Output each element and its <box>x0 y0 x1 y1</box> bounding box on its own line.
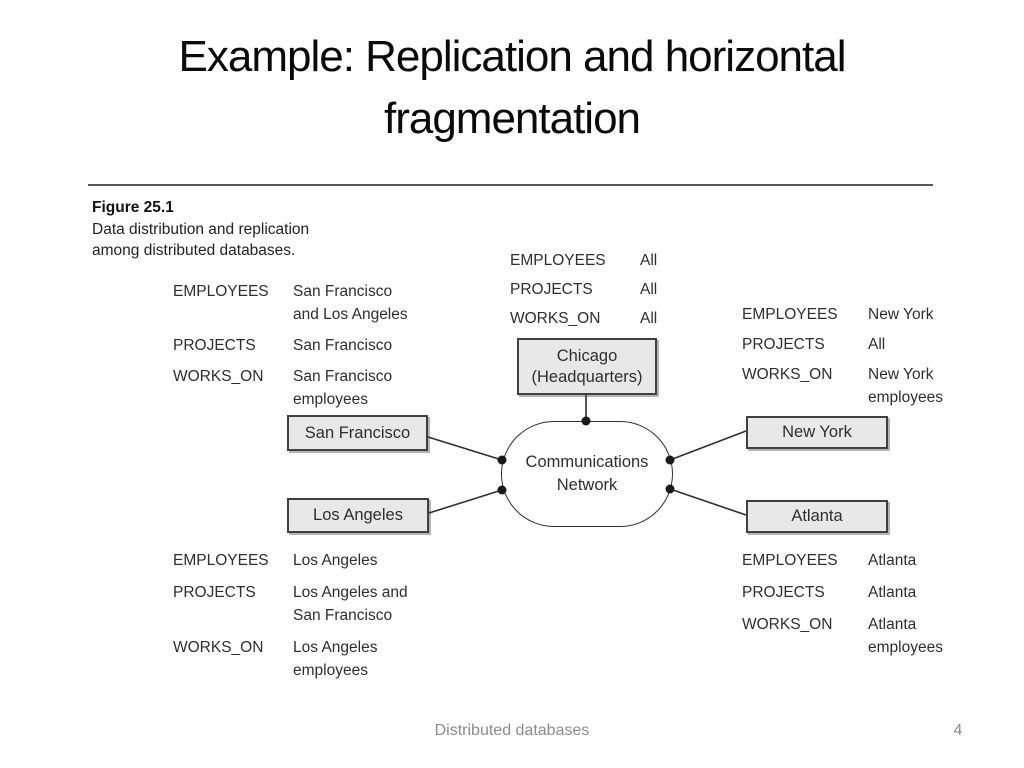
node-new-york: New York <box>746 416 888 449</box>
allocation-row: WORKS_ON New York employees <box>742 363 943 409</box>
node-communications-network: Communications Network <box>501 421 673 527</box>
relation-name: EMPLOYEES <box>510 252 606 269</box>
allocation-table-chicago: EMPLOYEES All PROJECTS All WORKS_ON All <box>510 249 657 330</box>
relation-allocation: All <box>868 336 886 353</box>
relation-allocation: Atlanta employees <box>868 616 943 656</box>
allocation-row: PROJECTS Atlanta <box>742 581 943 604</box>
node-chicago-headquarters: Chicago (Headquarters) <box>517 338 657 395</box>
relation-name: PROJECTS <box>173 337 256 354</box>
relation-allocation: Los Angeles employees <box>293 639 378 679</box>
relation-allocation: Atlanta <box>868 552 917 569</box>
figure-caption: Figure 25.1 Data distribution and replic… <box>92 197 309 262</box>
relation-allocation: San Francisco <box>293 337 393 354</box>
slide-title: Example: Replication and horizontal frag… <box>178 32 847 143</box>
relation-name: EMPLOYEES <box>173 283 269 300</box>
connector-losangeles-network <box>428 489 503 514</box>
allocation-row: EMPLOYEES New York <box>742 303 943 326</box>
relation-name: WORKS_ON <box>173 639 264 656</box>
allocation-row: WORKS_ON Atlanta employees <box>742 613 943 659</box>
relation-allocation: New York <box>868 306 934 323</box>
relation-name: EMPLOYEES <box>742 552 838 569</box>
relation-allocation: San Francisco and Los Angeles <box>293 283 408 323</box>
allocation-row: WORKS_ON All <box>510 307 657 330</box>
allocation-row: WORKS_ON San Francisco employees <box>173 365 408 411</box>
relation-name: EMPLOYEES <box>173 552 269 569</box>
allocation-row: EMPLOYEES Atlanta <box>742 549 943 572</box>
allocation-row: PROJECTS San Francisco <box>173 334 408 357</box>
figure-caption-text: Data distribution and replication among … <box>92 220 310 260</box>
node-atlanta: Atlanta <box>746 500 888 533</box>
node-san-francisco: San Francisco <box>287 415 428 451</box>
relation-name: WORKS_ON <box>173 368 264 385</box>
allocation-table-atlanta: EMPLOYEES Atlanta PROJECTS Atlanta WORKS… <box>742 549 943 659</box>
allocation-table-san-francisco: EMPLOYEES San Francisco and Los Angeles … <box>173 280 408 411</box>
allocation-row: EMPLOYEES Los Angeles <box>173 549 408 572</box>
allocation-table-los-angeles: EMPLOYEES Los Angeles PROJECTS Los Angel… <box>173 549 408 682</box>
relation-name: PROJECTS <box>742 584 825 601</box>
footer-title: Distributed databases <box>434 722 590 739</box>
slide-page-number: 4 <box>953 722 963 739</box>
relation-name: EMPLOYEES <box>742 306 838 323</box>
allocation-table-new-york: EMPLOYEES New York PROJECTS All WORKS_ON… <box>742 303 943 409</box>
allocation-row: PROJECTS All <box>742 333 943 356</box>
relation-allocation: All <box>640 281 658 298</box>
allocation-row: EMPLOYEES San Francisco and Los Angeles <box>173 280 408 326</box>
relation-allocation: Atlanta <box>868 584 917 601</box>
allocation-row: PROJECTS Los Angeles and San Francisco <box>173 581 408 627</box>
allocation-row: EMPLOYEES All <box>510 249 657 272</box>
connector-newyork-network <box>669 430 747 461</box>
relation-name: WORKS_ON <box>510 310 601 327</box>
relation-allocation: All <box>640 252 658 269</box>
connector-sanfrancisco-network <box>427 436 503 461</box>
relation-name: WORKS_ON <box>742 616 833 633</box>
allocation-row: PROJECTS All <box>510 278 657 301</box>
relation-name: WORKS_ON <box>742 366 833 383</box>
relation-allocation: San Francisco employees <box>293 368 393 408</box>
connector-atlanta-network <box>669 488 747 516</box>
allocation-row: WORKS_ON Los Angeles employees <box>173 636 408 682</box>
relation-allocation: Los Angeles and San Francisco <box>293 584 408 624</box>
relation-name: PROJECTS <box>742 336 825 353</box>
figure-label: Figure 25.1 <box>92 199 174 216</box>
node-los-angeles: Los Angeles <box>287 498 429 533</box>
relation-allocation: New York employees <box>868 366 943 406</box>
relation-name: PROJECTS <box>510 281 593 298</box>
relation-name: PROJECTS <box>173 584 256 601</box>
relation-allocation: All <box>640 310 658 327</box>
title-divider <box>88 184 933 186</box>
relation-allocation: Los Angeles <box>293 552 378 569</box>
